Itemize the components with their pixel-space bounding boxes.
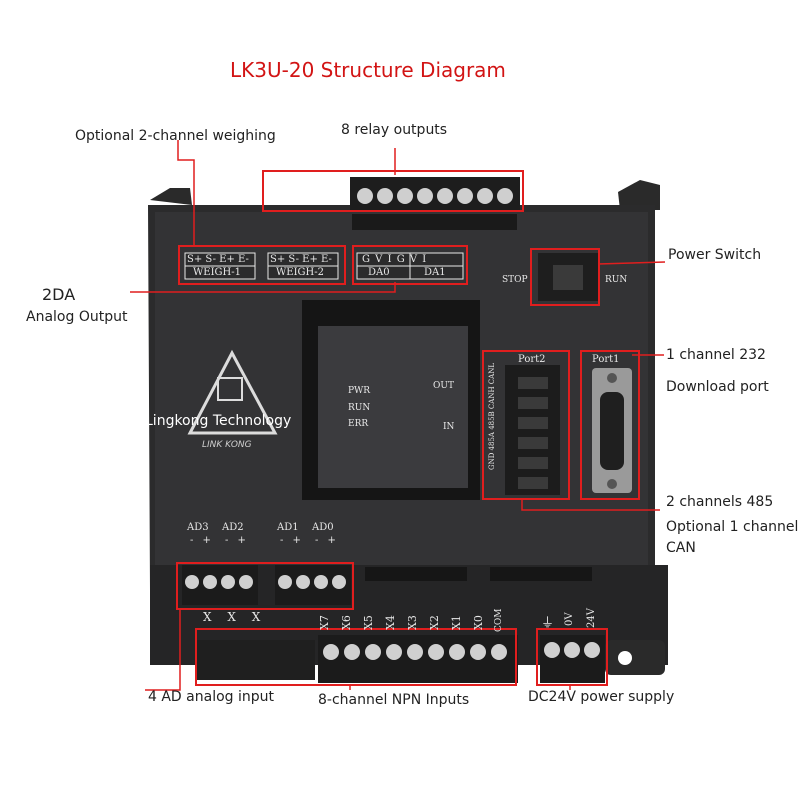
callout-da-subtitle: Analog Output	[26, 309, 128, 325]
db9-screw-top	[607, 373, 617, 383]
power-terminal-screws	[544, 642, 600, 658]
input-x4-label: X4	[384, 615, 397, 630]
ad1-label: AD1	[277, 522, 299, 533]
ad2-polarity: - +	[225, 535, 249, 546]
housing-top-right-tab	[618, 180, 660, 210]
weigh1-label: WEIGH-1	[193, 267, 241, 278]
db9-socket	[600, 392, 624, 470]
port1-label: Port1	[592, 354, 620, 365]
mounting-hole	[618, 651, 632, 665]
leader-da	[130, 282, 396, 293]
leader-weighing	[177, 140, 195, 245]
input-x2-label: X2	[428, 615, 441, 630]
highlight-weighing	[178, 245, 346, 285]
input-x1-label: X1	[450, 615, 463, 630]
da0-label: DA0	[368, 267, 390, 278]
stop-label: STOP	[502, 275, 528, 285]
run-switch-label: RUN	[605, 275, 628, 285]
input-x0-label: X0	[472, 615, 485, 630]
input-x6-label: X6	[340, 615, 353, 630]
led-out-label: OUT	[433, 381, 454, 391]
callout-relay-outputs: 8 relay outputs	[341, 122, 448, 138]
weigh1-pins-label: S+ S- E+ E-	[187, 254, 249, 265]
power-0v-label: 0V	[564, 612, 575, 626]
ad0-polarity: - +	[315, 535, 339, 546]
ad1-polarity: - +	[280, 535, 304, 546]
mounting-ear	[605, 640, 665, 675]
callout-rs232-line1: 1 channel 232	[666, 347, 766, 363]
ad0-label: AD0	[312, 522, 334, 533]
left-input-terminal-block	[195, 640, 315, 680]
port2-pins-text: GND 485A 485B CANH CANL	[488, 363, 496, 470]
input-com-label: COM	[494, 608, 504, 632]
led-err-label: ERR	[348, 419, 369, 429]
brand-logo-triangle	[187, 349, 278, 435]
housing-top-left-tab	[150, 188, 192, 205]
callout-rs232-line2: Download port	[666, 379, 769, 395]
relay-terminal-holes	[352, 214, 517, 230]
expansion-slot-2	[490, 567, 592, 581]
db9-screw-bottom	[607, 479, 617, 489]
leader-power-switch	[597, 261, 666, 265]
led-pwr-label: PWR	[348, 386, 371, 396]
expansion-slot-1	[365, 567, 467, 581]
callout-dc24v: DC24V power supply	[528, 689, 675, 705]
callout-power-switch: Power Switch	[668, 247, 762, 263]
input-x3-label: X3	[406, 615, 419, 630]
port2-label: Port2	[518, 354, 546, 365]
highlight-port2	[482, 350, 570, 500]
callout-rs485-line2: Optional 1 channel	[666, 519, 799, 535]
ad-terminal-screws	[185, 575, 346, 589]
ground-symbol-label: ⏚	[541, 616, 555, 631]
callout-leader-lines	[130, 140, 666, 691]
callout-rs485-line3: CAN	[666, 540, 696, 556]
brand-name: Lingkong Technology	[145, 413, 292, 429]
highlight-da	[352, 245, 468, 285]
display-window	[318, 326, 468, 488]
led-run-label: RUN	[348, 403, 371, 413]
highlight-npn-inputs	[195, 628, 517, 686]
input-x5-label: X5	[362, 615, 375, 630]
highlight-ad-inputs	[176, 562, 354, 610]
led-in-label: IN	[443, 422, 455, 432]
power-24v-label: 24V	[586, 608, 597, 628]
highlight-port1	[580, 350, 640, 500]
leader-485	[521, 500, 660, 511]
ad3-label: AD3	[187, 522, 209, 533]
da-pins-label: G V I G V I	[362, 254, 428, 265]
highlight-relay-outputs	[262, 170, 524, 212]
input-terminal-screws	[323, 644, 507, 660]
highlight-power-supply	[536, 628, 608, 686]
leader-ad	[145, 608, 181, 691]
callout-rs485-line1: 2 channels 485	[666, 494, 774, 510]
weigh2-pins-label: S+ S- E+ E-	[270, 254, 332, 265]
callout-da-title: 2DA	[42, 285, 76, 304]
left-inputs-label: X X X	[203, 610, 267, 624]
brand-logo-mark	[217, 377, 243, 401]
highlight-power-switch	[530, 248, 600, 306]
weigh2-label: WEIGH-2	[276, 267, 324, 278]
callout-ad-input: 4 AD analog input	[148, 689, 274, 705]
ad2-label: AD2	[222, 522, 244, 533]
diagram-title: LK3U-20 Structure Diagram	[230, 58, 506, 82]
ad3-polarity: - +	[190, 535, 214, 546]
da1-label: DA1	[424, 267, 446, 278]
callout-weighing: Optional 2-channel weighing	[75, 128, 276, 144]
relay-terminal-screws	[357, 188, 513, 204]
brand-logo-text: LINK KONG	[202, 440, 252, 450]
input-x7-label: X7	[318, 615, 331, 630]
callout-npn-inputs: 8-channel NPN Inputs	[318, 692, 470, 708]
power-switch-knob	[553, 265, 583, 290]
port2-pins	[518, 377, 548, 489]
